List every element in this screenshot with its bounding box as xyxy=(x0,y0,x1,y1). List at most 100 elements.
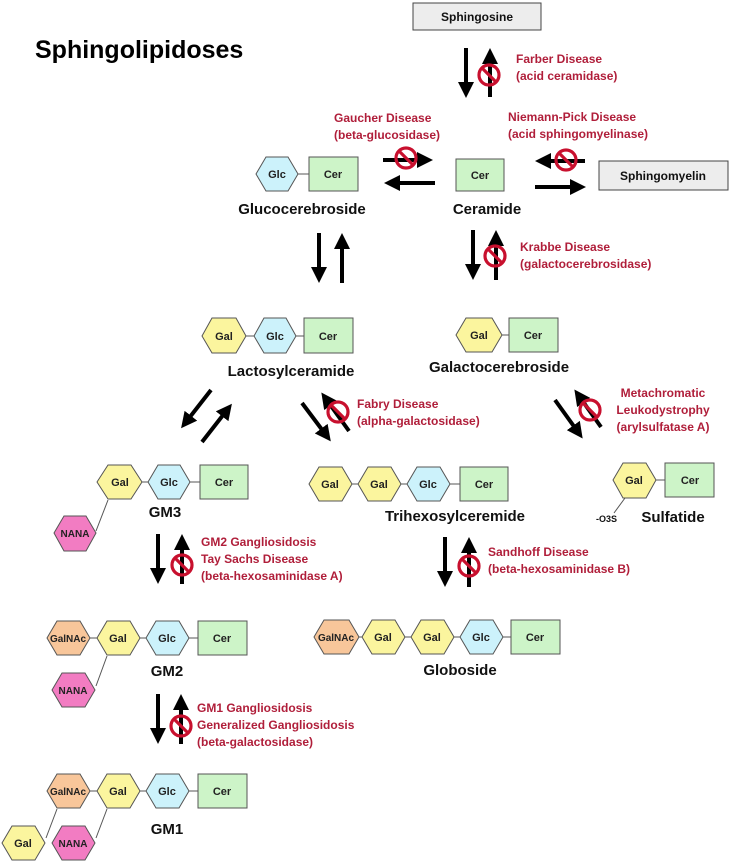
svg-text:Cer: Cer xyxy=(526,632,545,644)
molecule-trihexosylceremide: Gal Gal Glc Cer Trihexosylceremide xyxy=(308,466,525,525)
cer-box xyxy=(508,317,559,353)
disease-mld: Metachromatic Leukodystrophy (arylsulfat… xyxy=(616,386,710,434)
cer-box xyxy=(197,620,248,656)
niemann-pick-arrows xyxy=(535,148,586,195)
krabbe-arrows xyxy=(465,230,507,280)
cer-box xyxy=(510,619,561,655)
enzyme-name: (arylsulfatase A) xyxy=(617,420,710,434)
farber-arrows xyxy=(458,48,501,98)
svg-text:Cer: Cer xyxy=(324,169,343,181)
disease-name-line1: GM1 Gangliosidosis xyxy=(197,701,313,715)
cer-box xyxy=(199,464,249,500)
enzyme-name: (beta-galactosidase) xyxy=(197,735,313,749)
gal-hexagon xyxy=(410,619,455,655)
gm2-gangliosidosis-arrows xyxy=(150,534,194,584)
svg-text:NANA: NANA xyxy=(61,529,90,540)
sphingomyelin-box: Sphingomyelin xyxy=(598,160,729,191)
nana-hexagon xyxy=(51,672,96,708)
gal-hexagon xyxy=(96,464,143,500)
disease-gm1-gangliosidosis: GM1 Gangliosidosis Generalized Gangliosi… xyxy=(197,701,355,749)
glucocerebroside-lactosylceramide-arrows xyxy=(311,233,350,283)
molecule-galactocerebroside: Gal Cer Galactocerebroside xyxy=(429,317,569,376)
svg-text:Cer: Cer xyxy=(215,477,234,489)
svg-text:GalNAc: GalNAc xyxy=(50,634,87,645)
svg-text:Glc: Glc xyxy=(266,331,284,343)
mld-arrows xyxy=(553,389,603,439)
sphingosine-label: Sphingosine xyxy=(441,10,513,24)
svg-text:Cer: Cer xyxy=(319,331,338,343)
svg-text:Cer: Cer xyxy=(213,786,232,798)
svg-text:Gal: Gal xyxy=(370,479,388,491)
disease-name-line2: Generalized Gangliosidosis xyxy=(197,718,355,732)
disease-name: Gaucher Disease xyxy=(334,111,432,125)
disease-niemann-pick: Niemann-Pick Disease (acid sphingomyelin… xyxy=(508,110,648,141)
molecule-label: GM2 xyxy=(151,663,184,680)
gal-hexagon xyxy=(96,773,141,809)
cer-box xyxy=(197,773,248,809)
molecule-label: Trihexosylceremide xyxy=(385,508,525,525)
svg-text:Gal: Gal xyxy=(109,633,127,645)
disease-name-line1: Metachromatic xyxy=(621,386,706,400)
molecule-label: GM3 xyxy=(149,504,182,521)
blocked-enzyme-icon xyxy=(578,398,602,422)
gal-hexagon-terminal xyxy=(1,825,46,861)
molecule-label: GM1 xyxy=(151,821,184,838)
enzyme-name: (galactocerebrosidase) xyxy=(520,257,651,271)
cer-box xyxy=(455,158,505,192)
disease-gaucher: Gaucher Disease (beta-glucosidase) xyxy=(334,111,440,142)
svg-text:Cer: Cer xyxy=(681,475,700,487)
enzyme-name: (beta-hexosaminidase A) xyxy=(201,569,343,583)
svg-text:GalNAc: GalNAc xyxy=(318,633,355,644)
arrow-down-right xyxy=(300,401,331,442)
svg-text:Glc: Glc xyxy=(158,633,176,645)
molecule-gm3: Gal Glc Cer NANA GM3 xyxy=(53,464,249,552)
molecule-glucocerebroside: Glc Cer Glucocerebroside xyxy=(238,156,366,218)
enzyme-name: (alpha-galactosidase) xyxy=(357,414,480,428)
svg-text:Gal: Gal xyxy=(215,331,233,343)
cer-box xyxy=(459,466,509,502)
molecule-globoside: GalNAc Gal Gal Glc Cer Globoside xyxy=(313,619,561,679)
galnac-hexagon xyxy=(46,773,91,809)
disease-name: Krabbe Disease xyxy=(520,240,610,254)
sphingosine-box: Sphingosine xyxy=(412,2,542,31)
disease-name-line1: GM2 Gangliosidosis xyxy=(201,535,317,549)
cer-box xyxy=(664,462,715,498)
svg-text:Gal: Gal xyxy=(374,632,392,644)
gal-hexagon xyxy=(455,317,503,353)
svg-text:Gal: Gal xyxy=(111,477,129,489)
molecule-label: Lactosylceramide xyxy=(228,363,355,380)
disease-name: Sandhoff Disease xyxy=(488,545,589,559)
molecule-label: Globoside xyxy=(423,662,496,679)
molecule-ceramide: Cer Ceramide xyxy=(453,158,521,218)
glc-hexagon xyxy=(253,317,297,354)
svg-text:Cer: Cer xyxy=(475,479,494,491)
svg-text:Gal: Gal xyxy=(470,330,488,342)
disease-name: Niemann-Pick Disease xyxy=(508,110,636,124)
svg-text:Glc: Glc xyxy=(158,786,176,798)
arrow-down-right xyxy=(553,398,583,439)
svg-text:Glc: Glc xyxy=(472,632,490,644)
gal-hexagon xyxy=(308,466,353,502)
arrow-down-left xyxy=(181,388,213,429)
molecule-label: Ceramide xyxy=(453,201,521,218)
galnac-hexagon xyxy=(313,619,360,655)
svg-text:Gal: Gal xyxy=(321,479,339,491)
gm1-gangliosidosis-arrows xyxy=(150,694,193,744)
disease-name: Fabry Disease xyxy=(357,397,439,411)
molecule-label: Galactocerebroside xyxy=(429,359,569,376)
gal-hexagon xyxy=(96,620,141,656)
nana-hexagon xyxy=(53,515,97,552)
molecule-sulfatide: Gal Cer -O3S Sulfatide xyxy=(596,462,715,526)
svg-text:GalNAc: GalNAc xyxy=(50,787,87,798)
cer-box xyxy=(308,156,359,192)
fabry-arrows xyxy=(300,392,351,442)
svg-text:Cer: Cer xyxy=(213,633,232,645)
svg-text:Gal: Gal xyxy=(14,838,32,850)
svg-text:Gal: Gal xyxy=(109,786,127,798)
page-title: Sphingolipidoses xyxy=(35,36,243,64)
molecule-gm1: GalNAc Gal Glc Cer Gal NANA GM1 xyxy=(1,773,248,861)
glc-hexagon xyxy=(406,466,451,502)
molecule-lactosylceramide: Gal Glc Cer Lactosylceramide xyxy=(201,317,355,380)
svg-text:Gal: Gal xyxy=(423,632,441,644)
enzyme-name: (beta-glucosidase) xyxy=(334,128,440,142)
